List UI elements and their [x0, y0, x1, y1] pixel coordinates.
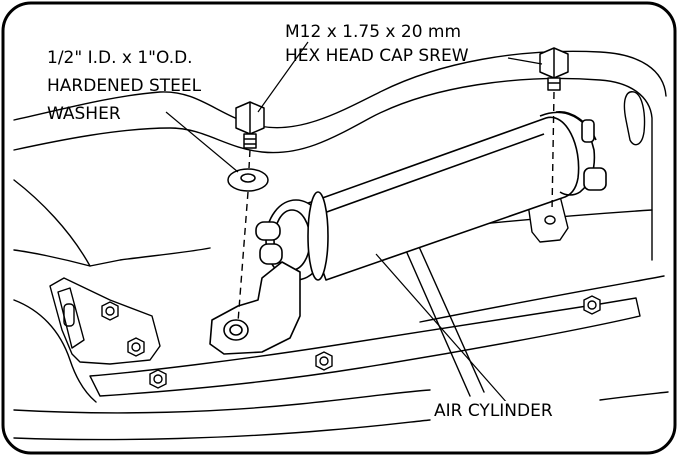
chassis-outline-upper: [13, 50, 667, 129]
assembly-line-right: [551, 91, 555, 213]
cylinder-rod: [255, 221, 281, 241]
cylinder-end-fitting: [583, 167, 607, 191]
leader-screw-right: [507, 57, 543, 65]
cylinder-top-fitting: [581, 119, 595, 143]
clevis-mount-hole-inner: [229, 324, 243, 336]
chassis-left-lower: [13, 299, 97, 403]
chassis-slot: [623, 91, 646, 146]
cylinder-rod-2: [259, 243, 283, 265]
chassis-outline-bottom: [13, 389, 431, 414]
screw-label-line-1: M12 x 1.75 x 20 mm: [285, 22, 462, 42]
chassis-outline-bottom2: [13, 419, 431, 441]
cylinder-highlight: [309, 133, 545, 219]
assembly-line-left-bottom: [237, 191, 249, 323]
leader-air-cylinder: [375, 253, 509, 405]
right-mount-hole: [544, 215, 556, 225]
chassis-left-edge: [13, 247, 211, 267]
screw-label-line-2: HEX HEAD CAP SREW: [285, 46, 469, 66]
hex-cap-screw-left: [235, 101, 265, 149]
hex-nut-3: [149, 369, 167, 389]
chassis-vertical-rib-2: [415, 239, 485, 393]
chassis-outline-bottom-right: [599, 391, 669, 401]
chassis-vertical-rib: [403, 245, 471, 397]
hex-nut-1: [101, 301, 119, 321]
air-cylinder: [209, 111, 607, 355]
chassis-outline-inner: [13, 77, 653, 261]
washer-label: 1/2" I.D. x 1"O.D. HARDENED STEEL WASHER: [46, 44, 202, 128]
hex-cap-screw-right: [539, 47, 569, 91]
washer-label-line-1: 1/2" I.D. x 1"O.D.: [47, 48, 193, 68]
left-bracket: [49, 277, 161, 365]
screw-label: M12 x 1.75 x 20 mm HEX HEAD CAP SREW: [284, 20, 470, 68]
assembly-line-left-top: [248, 149, 251, 169]
hex-nut-4: [315, 351, 333, 371]
chassis-outline-right-lower: [419, 275, 665, 323]
cylinder-body: [299, 116, 580, 281]
left-bracket-inner: [57, 287, 85, 349]
hex-nut-5: [583, 295, 601, 315]
chassis-left-curve: [13, 179, 91, 267]
chassis-bottom-rail: [89, 297, 641, 397]
left-bracket-slot: [63, 303, 75, 327]
hex-nut-2: [127, 337, 145, 357]
air-cylinder-label: AIR CYLINDER: [433, 401, 554, 421]
washer-label-line-2: HARDENED STEEL: [47, 76, 202, 96]
leader-screw-left: [257, 41, 309, 113]
washer-label-line-3: WASHER: [47, 104, 121, 124]
leader-washer: [165, 111, 239, 173]
hardened-steel-washer: [227, 168, 269, 192]
cylinder-cap-ring: [307, 191, 329, 281]
